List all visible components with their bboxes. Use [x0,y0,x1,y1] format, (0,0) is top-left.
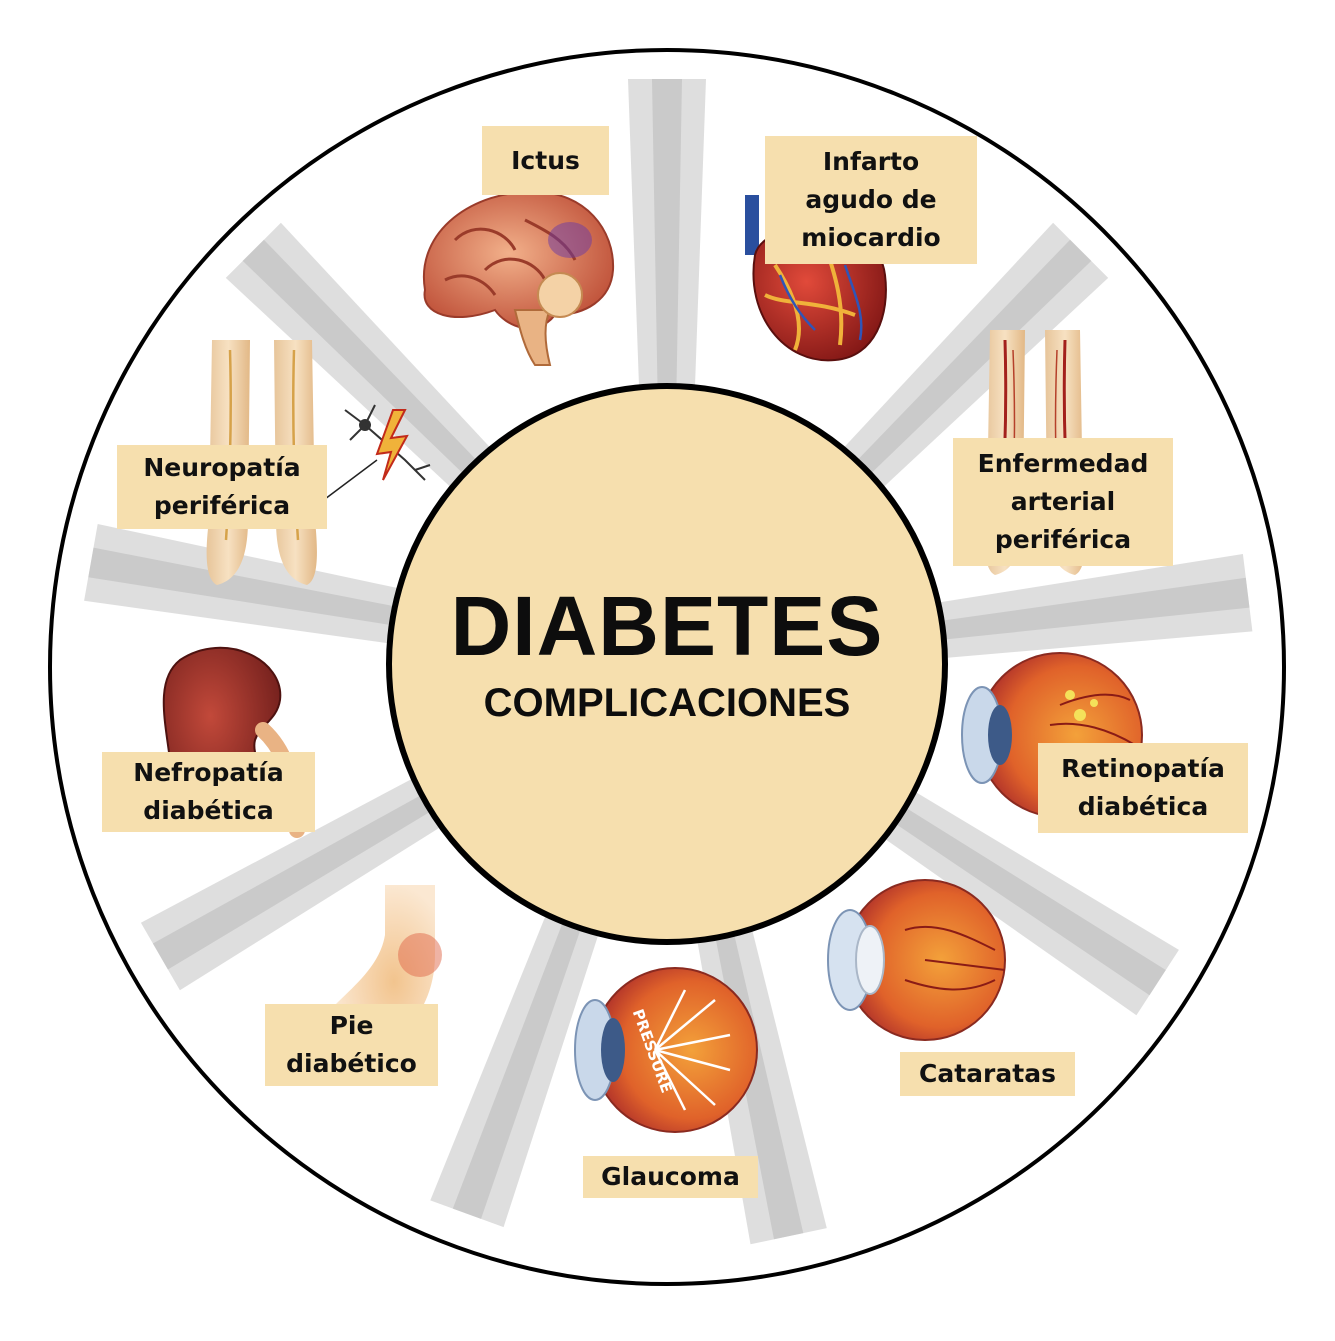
label-line: Neuropatía [143,453,301,482]
label-line: diabética [1077,792,1209,821]
spoke-shade [88,547,423,630]
spoke-shade [652,79,682,414]
spokes [84,79,1253,1245]
spoke-shade [837,239,1092,494]
neuron-lightning-icon [344,404,431,481]
spoke-shade [452,895,590,1219]
label-line: arterial [1010,487,1116,516]
center-text: DIABETES COMPLICACIONES [392,580,942,728]
spoke-shade [710,906,804,1240]
glaucoma-eye-icon: PRESSURE [574,967,758,1133]
spoke-shade [152,781,455,970]
label-nefropatia: Nefropatía diabética [102,752,315,832]
label-line: Glaucoma [601,1162,740,1191]
label-line: Nefropatía [133,758,284,787]
label-retinopatia: Retinopatía diabética [1038,743,1248,833]
spoke-shade [871,792,1166,996]
center-disc [386,383,948,945]
label-glaucoma: Glaucoma [583,1156,758,1198]
label-neuropatia: Neuropatía periférica [117,445,327,529]
label-line: Cataratas [919,1059,1056,1088]
label-pie: Pie diabético [265,1004,438,1086]
label-line: miocardio [801,223,941,252]
cataract-eye-icon [827,879,1006,1041]
label-line: Pie [329,1011,374,1040]
spoke-shade [914,577,1250,643]
label-infarto: Infarto agudo de miocardio [765,136,977,264]
label-line: Ictus [511,145,580,175]
label-enfermedad-arterial: Enfermedad arterial periférica [953,438,1173,566]
label-line: Enfermedad [977,449,1149,478]
center-subtitle: COMPLICACIONES [483,681,851,725]
center-title: DIABETES [450,579,884,673]
label-line: Retinopatía [1061,754,1225,783]
label-line: periférica [153,491,291,520]
spoke-shade [242,239,497,494]
label-line: periférica [994,525,1132,554]
label-line: agudo de [805,185,937,214]
label-cataratas: Cataratas [900,1052,1075,1096]
brain-icon [422,190,615,366]
label-ictus: Ictus [482,126,609,195]
label-line: diabética [143,796,274,825]
label-line: Infarto [822,147,920,176]
label-line: diabético [286,1049,417,1078]
